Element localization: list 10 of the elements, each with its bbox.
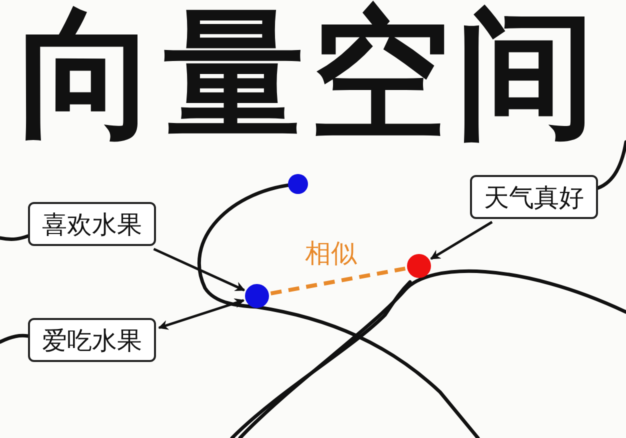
arrow: [153, 248, 246, 292]
label-box: 喜欢水果: [28, 202, 156, 246]
label-box: 爱吃水果: [28, 318, 156, 362]
arrow: [430, 220, 493, 260]
dashed-line: [270, 266, 406, 296]
point-dot: [407, 254, 431, 278]
point-dot: [245, 284, 269, 308]
point-dot: [288, 174, 308, 194]
arrow: [158, 298, 245, 330]
label-box: 天气真好: [470, 175, 598, 219]
